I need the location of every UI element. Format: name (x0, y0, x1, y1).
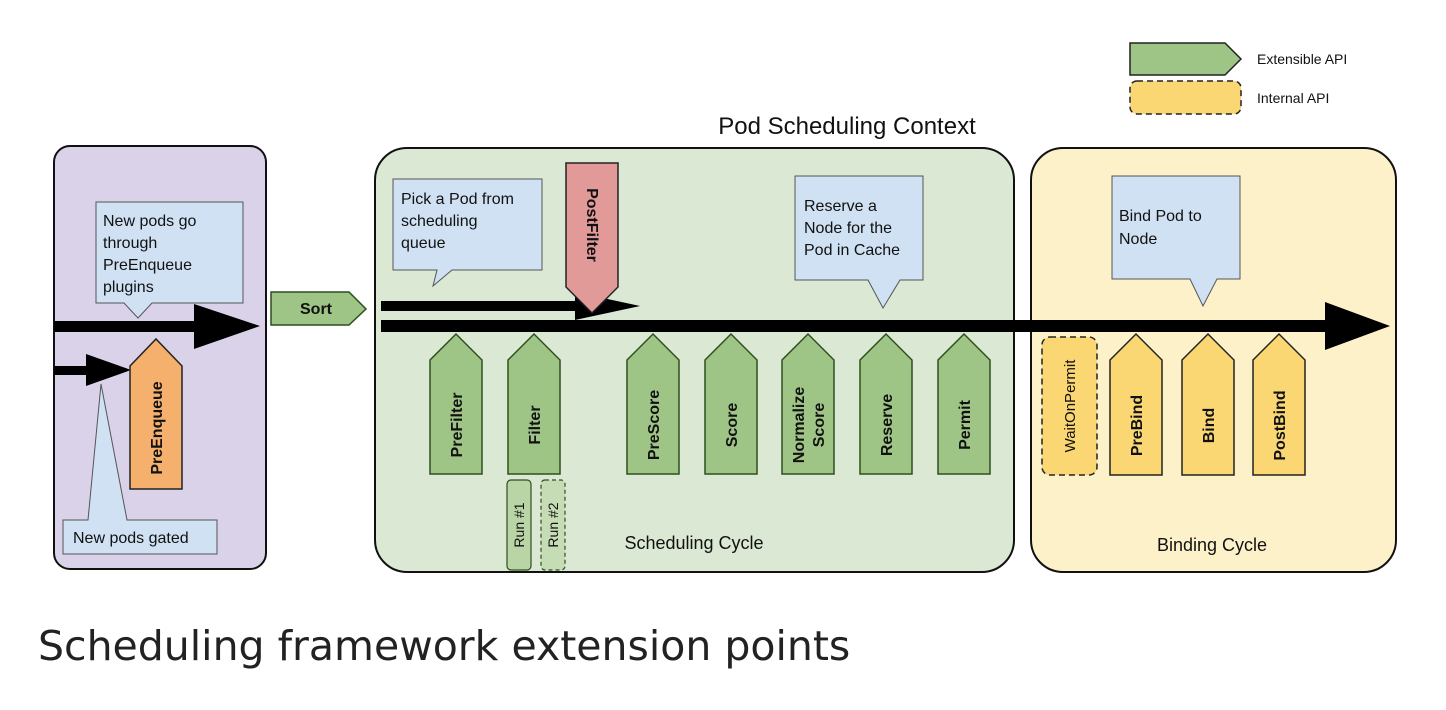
legend: Extensible API Internal API (1129, 42, 1347, 115)
pick-pod-note-line-2: scheduling (401, 213, 478, 230)
legend-extensible-swatch (1129, 42, 1243, 76)
plugin-reserve-shape[interactable] (859, 332, 913, 475)
preenqueue-plugin-shape[interactable] (129, 337, 183, 490)
scheduling-cycle-label: Scheduling Cycle (624, 533, 763, 553)
plugin-normalize-score-label-line: Normalize (791, 387, 808, 464)
plugin-normalize-score-shape[interactable] (781, 332, 835, 475)
filter-run-2-label: Run #2 (545, 502, 561, 547)
pick-pod-note (392, 178, 543, 288)
plugin-filter-shape[interactable] (507, 332, 561, 475)
plugin-filter-label: Filter (527, 405, 544, 444)
reserve-note-line-2: Node for the (804, 220, 892, 237)
plugin-permit-shape[interactable] (937, 332, 991, 475)
bind-note-text: Bind Pod to Node (1119, 208, 1206, 248)
plugin-postbind-label: PostBind (1272, 390, 1289, 460)
plugin-score-label: Score (724, 403, 741, 448)
preenqueue-note-line-4: plugins (103, 279, 154, 296)
bind-note-line-1: Bind Pod to (1119, 208, 1202, 225)
gated-note-text: New pods gated (73, 530, 189, 547)
filter-run-1-label: Run #1 (511, 502, 527, 547)
plugin-normalize-score-label-line: Score (811, 403, 828, 448)
plugin-postbind-shape[interactable] (1252, 332, 1306, 476)
figure-caption: Scheduling framework extension points (38, 622, 851, 670)
plugin-prescore-label: PreScore (646, 390, 663, 460)
preenqueue-note-line-3: PreEnqueue (103, 257, 192, 274)
bind-note (1111, 175, 1241, 308)
plugin-bind-label: Bind (1201, 408, 1218, 444)
binding-plugins: PreBind Bind PostBind (1109, 332, 1306, 476)
reserve-note-text: Reserve a Node for the Pod in Cache (804, 198, 900, 259)
legend-extensible-label: Extensible API (1257, 51, 1347, 67)
plugin-bind-shape[interactable] (1181, 332, 1235, 476)
wait-on-permit-shape[interactable] (1041, 336, 1098, 476)
preenqueue-note (95, 201, 244, 319)
filter-run-2-shape (540, 479, 566, 571)
postfilter-plugin-shape[interactable] (565, 162, 619, 315)
legend-internal-swatch (1129, 80, 1242, 115)
context-title: Pod Scheduling Context (718, 113, 976, 140)
wait-on-permit-label: WaitOnPermit (1062, 359, 1079, 453)
preenqueue-note-text: New pods go through PreEnqueue plugins (103, 213, 201, 296)
plugin-prefilter-label: PreFilter (449, 393, 466, 458)
reserve-note (794, 175, 924, 310)
binding-cycle-label: Binding Cycle (1157, 535, 1267, 555)
pick-pod-note-line-3: queue (401, 235, 446, 252)
preenqueue-plugin-label: PreEnqueue (149, 381, 166, 474)
preenqueue-note-line-1: New pods go (103, 213, 196, 230)
reserve-note-line-1: Reserve a (804, 198, 877, 215)
reserve-note-line-3: Pod in Cache (804, 242, 900, 259)
sort-plugin-label: Sort (300, 301, 333, 318)
filter-run-1-shape (506, 479, 532, 571)
plugin-prescore-shape[interactable] (626, 332, 680, 475)
plugin-prebind-shape[interactable] (1109, 332, 1163, 476)
plugin-permit-label: Permit (957, 399, 974, 449)
pick-pod-note-text: Pick a Pod from scheduling queue (401, 191, 518, 252)
sort-plugin-shape[interactable] (270, 291, 368, 326)
plugin-score-shape[interactable] (704, 332, 758, 475)
gated-note (62, 383, 218, 555)
preenqueue-note-line-2: through (103, 235, 157, 252)
pick-pod-note-line-1: Pick a Pod from (401, 191, 514, 208)
plugin-prefilter-shape[interactable] (429, 332, 483, 475)
postfilter-plugin-label: PostFilter (583, 188, 600, 262)
bind-note-line-2: Node (1119, 231, 1157, 248)
queue-flow-arrows (54, 304, 260, 386)
filter-runs: Run #1 Run #2 (506, 479, 566, 571)
plugin-prebind-label: PreBind (1129, 395, 1146, 456)
legend-internal-label: Internal API (1257, 90, 1329, 106)
plugin-reserve-label: Reserve (879, 394, 896, 456)
